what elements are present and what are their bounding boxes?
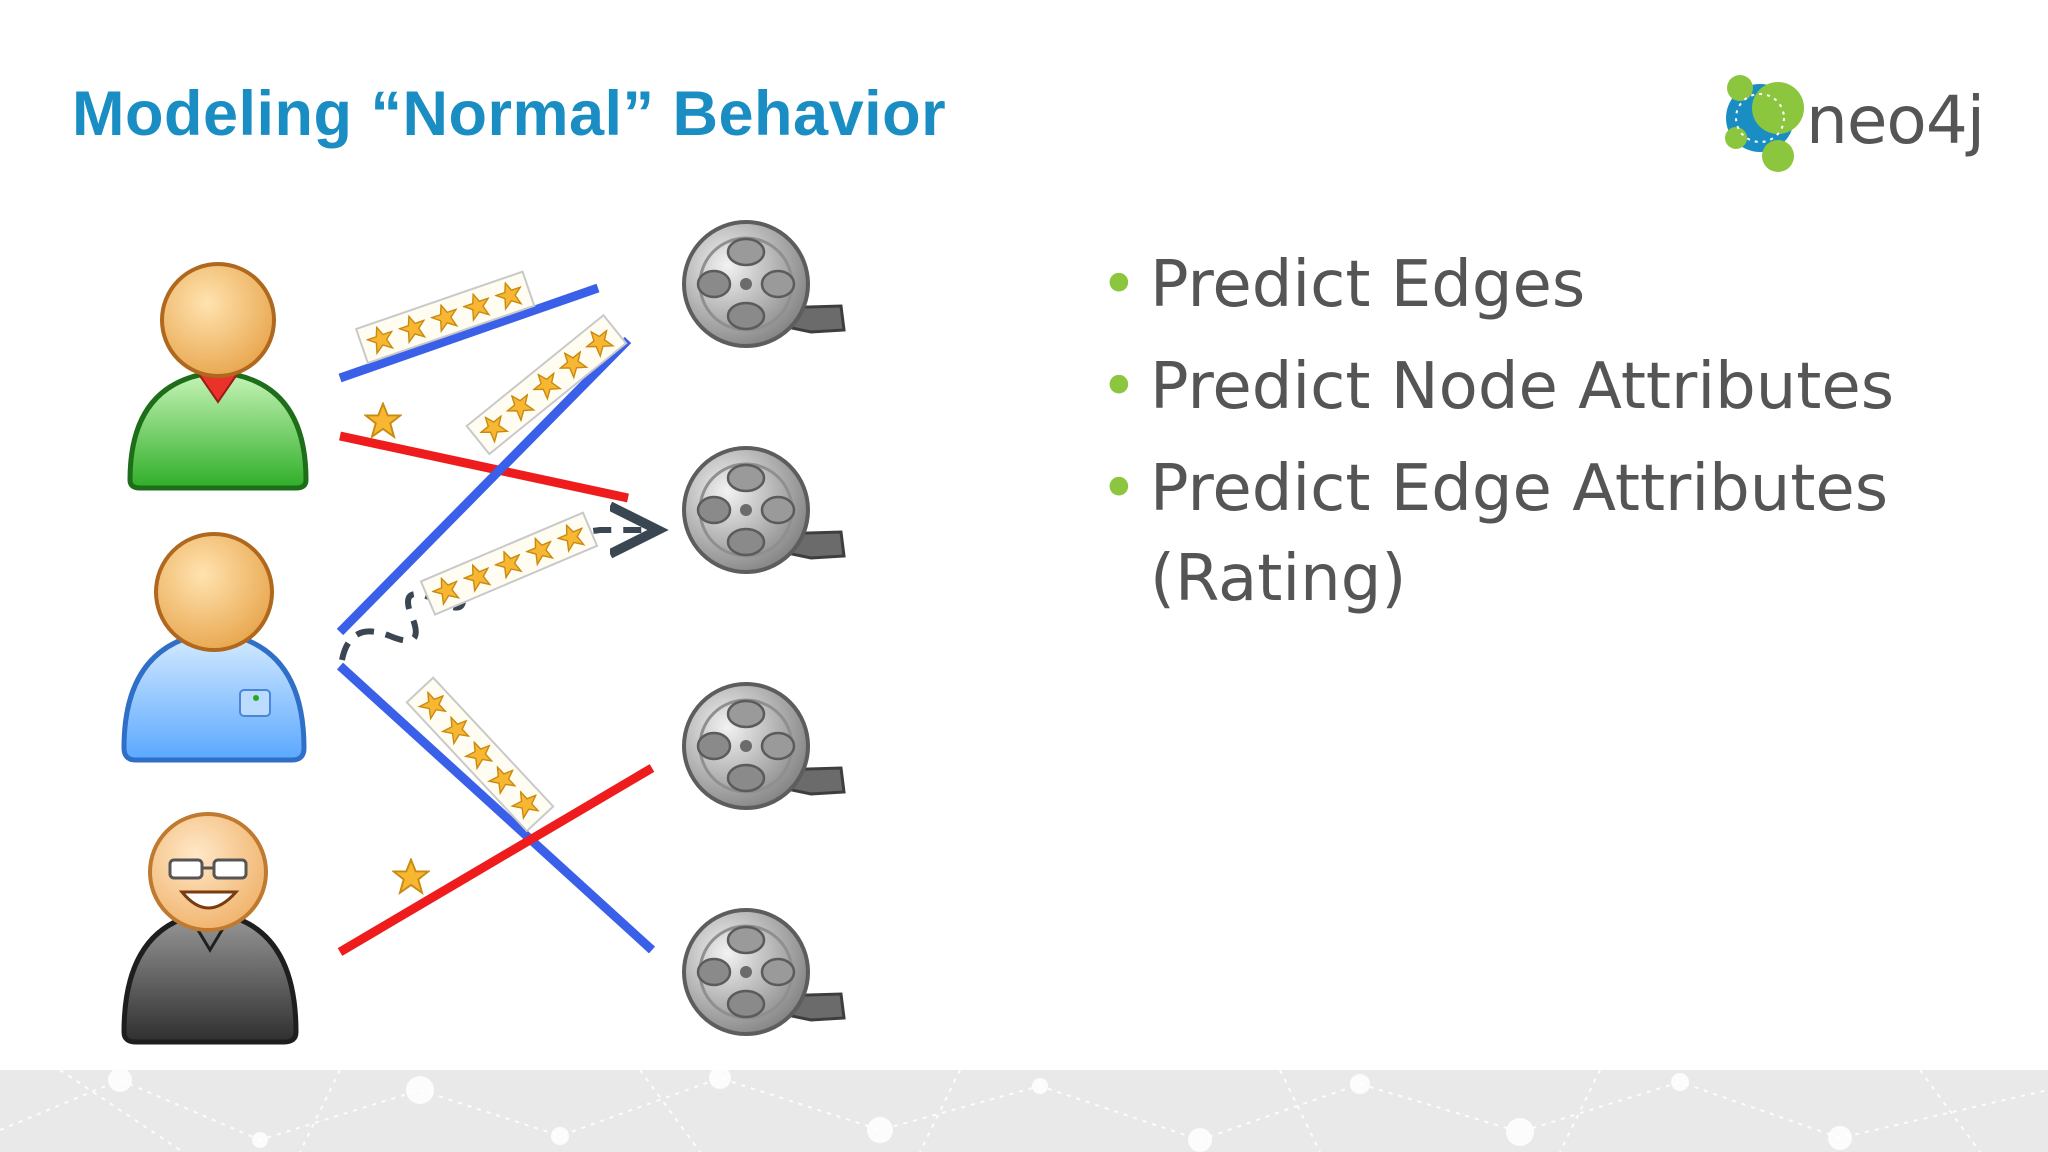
edge-user1-movie2-low	[339, 431, 629, 503]
user-green-icon	[127, 262, 309, 491]
rating-5-stars-user1-movie1	[354, 270, 536, 365]
film-reel-icon	[682, 220, 846, 348]
bullet-dot-icon: •	[1100, 350, 1138, 424]
star-icon	[364, 402, 402, 438]
rating-5-stars-user2-movie1	[465, 313, 628, 456]
user-blue-icon	[121, 532, 307, 763]
footer-graph-band	[0, 1070, 2048, 1152]
rating-5-stars-user2-movie4	[405, 676, 555, 833]
edge-user2-movie1-high	[336, 336, 632, 636]
film-reel-icon	[682, 446, 846, 574]
bullet-list: •Predict Edges •Predict Node Attributes …	[1096, 240, 1996, 636]
film-reel-icon	[682, 908, 846, 1036]
edge-user1-movie1-high	[338, 283, 600, 383]
slide-title: Modeling “Normal” Behavior	[72, 79, 947, 149]
film-reel-icon	[682, 682, 846, 810]
logo-wordmark: neo4j	[1806, 82, 1985, 159]
neo4j-logo	[1725, 75, 1804, 172]
star-icon	[392, 858, 430, 894]
bullet-item: •Predict Node Attributes	[1096, 342, 1996, 432]
bullet-item: •Predict Edges	[1096, 240, 1996, 330]
bullet-dot-icon: •	[1100, 248, 1138, 322]
edge-user2-movie4-high	[336, 662, 656, 954]
bullet-item: •Predict Edge Attributes (Rating)	[1096, 444, 1996, 624]
bullet-dot-icon: •	[1100, 452, 1138, 526]
user-glasses-icon	[121, 812, 299, 1045]
edge-user3-movie3-low	[337, 764, 655, 956]
rating-5-stars-predicted	[419, 511, 599, 616]
